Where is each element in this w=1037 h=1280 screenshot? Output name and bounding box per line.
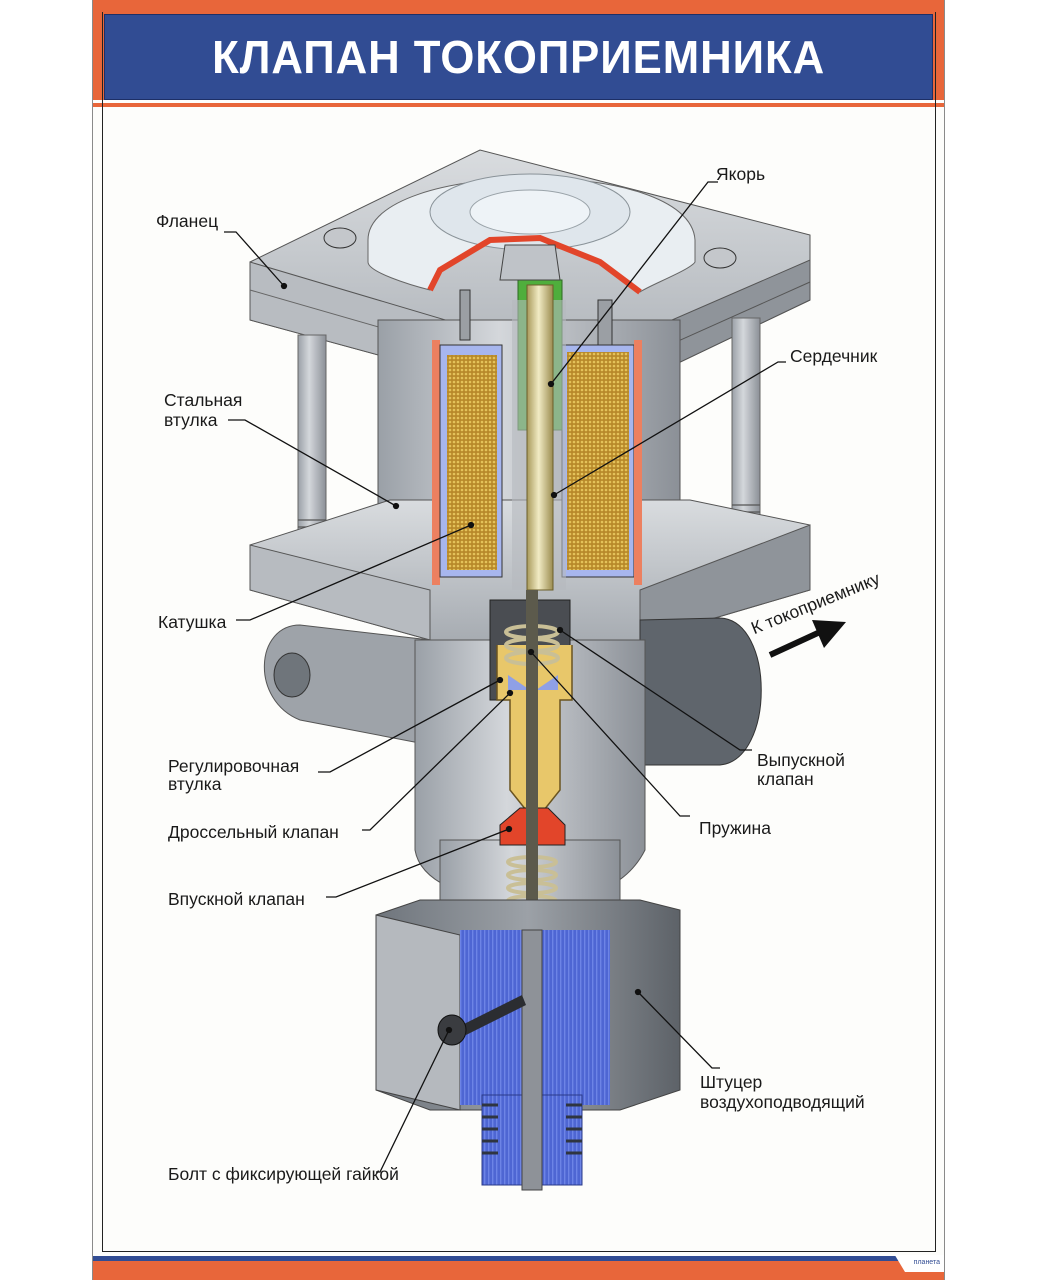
label-spring: Пружина xyxy=(699,818,771,838)
bottom-blue-strip xyxy=(93,1256,944,1261)
label-exhaust-valve-line2: клапан xyxy=(757,769,814,789)
title-panel: КЛАПАН ТОКОПРИЕМНИКА xyxy=(104,14,933,100)
label-coil: Катушка xyxy=(158,612,227,632)
label-flange: Фланец xyxy=(156,211,219,231)
publisher-logo-tab xyxy=(894,1255,944,1272)
label-steel-sleeve-line1: Стальная xyxy=(164,390,243,410)
label-fixing-bolt: Болт с фиксирующей гайкой xyxy=(168,1164,399,1184)
label-steel-sleeve-line2: втулка xyxy=(164,410,218,430)
air-supply-fitting xyxy=(375,899,681,1191)
label-fitting-line2: воздухоподводящий xyxy=(700,1092,865,1112)
page-title: КЛАПАН ТОКОПРИЕМНИКА xyxy=(212,31,825,83)
label-core: Сердечник xyxy=(790,346,878,366)
label-throttle-valve: Дроссельный клапан xyxy=(168,822,339,842)
armature-disk xyxy=(367,173,696,295)
coil-section xyxy=(432,279,642,591)
label-adjusting-sleeve-line1: Регулировочная xyxy=(168,756,300,776)
label-armature: Якорь xyxy=(716,164,766,184)
label-adjusting-sleeve-line2: втулка xyxy=(168,774,222,794)
title-underline xyxy=(93,103,944,107)
label-fitting-line1: Штуцер xyxy=(700,1072,763,1092)
title-gap xyxy=(93,100,944,103)
bottom-orange-band xyxy=(93,1261,944,1280)
label-exhaust-valve-line1: Выпускной xyxy=(757,750,845,770)
publisher-logo: планета xyxy=(913,1259,940,1266)
leader-lines xyxy=(224,181,786,1173)
flange-screws xyxy=(323,227,737,346)
label-intake-valve: Впускной клапан xyxy=(168,889,305,909)
direction-arrow-icon xyxy=(768,620,846,658)
